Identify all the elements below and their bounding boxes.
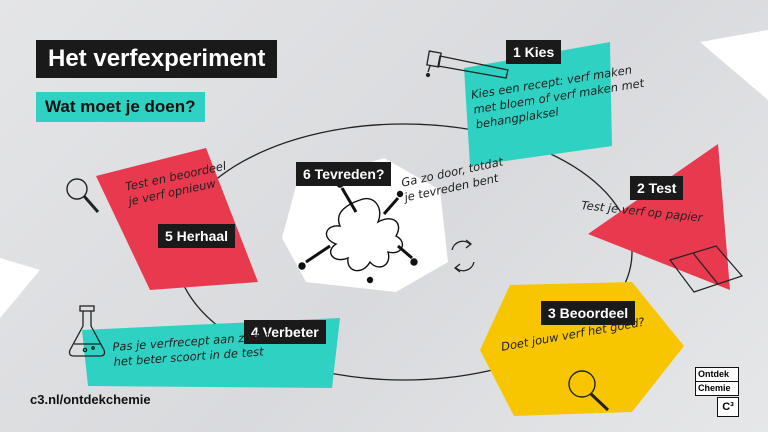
logo-mark: C³ [717, 397, 739, 417]
step-label-tevreden: 6 Tevreden? [296, 162, 392, 186]
flask-icon [68, 305, 106, 357]
page-subtitle: Wat moet je doen? [36, 92, 205, 122]
deco-triangle-top-right [700, 30, 768, 100]
pipette-icon [425, 50, 509, 79]
page-title: Het verfexperiment [36, 40, 278, 78]
deco-triangle-left [0, 258, 40, 318]
step-label-kies: 1 Kies [506, 40, 562, 64]
paper-icon [669, 245, 744, 293]
footer-url[interactable]: c3.nl/ontdekchemie [30, 392, 151, 407]
magnifier-icon [568, 370, 610, 412]
magnifier-icon [66, 178, 100, 213]
test-shape [588, 144, 730, 290]
herhaal-shape [96, 148, 258, 290]
logo-line: Chemie [695, 381, 739, 396]
c3-logo: Ontdek Chemie C³ [695, 367, 741, 417]
step-label-herhaal: 5 Herhaal [158, 224, 236, 248]
step-label-test: 2 Test [630, 176, 684, 200]
step-label-verbeter: 4 Verbeter [244, 320, 326, 344]
cycle-arrows-icon [451, 239, 475, 273]
kies-shape [464, 42, 612, 166]
logo-line: Ontdek [695, 367, 739, 382]
step-label-beoordeel: 3 Beoordeel [541, 301, 636, 325]
